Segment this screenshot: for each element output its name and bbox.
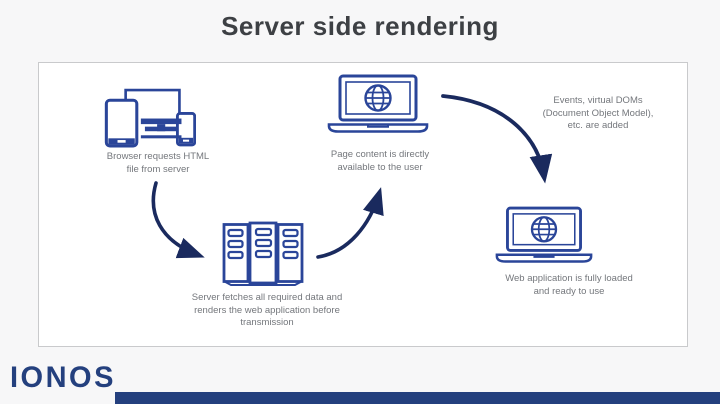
server-caption: Server fetches all required data and ren… [191, 292, 343, 329]
laptop-globe-icon [326, 74, 430, 136]
brand-bottom-bar [115, 392, 720, 404]
ionos-logo: IONOS [10, 361, 116, 395]
multi-device-icon [104, 83, 196, 150]
server-rack-icon [222, 221, 304, 287]
annotation-caption: Events, virtual DOMs (Document Object Mo… [542, 95, 654, 132]
laptop-final-caption: Web application is fully loaded and read… [505, 273, 633, 297]
devices-caption: Browser requests HTML file from server [106, 151, 210, 175]
laptop-globe-icon [494, 206, 594, 266]
laptop-ssr-caption: Page content is directly available to th… [330, 149, 430, 173]
page-title: Server side rendering [221, 11, 499, 41]
